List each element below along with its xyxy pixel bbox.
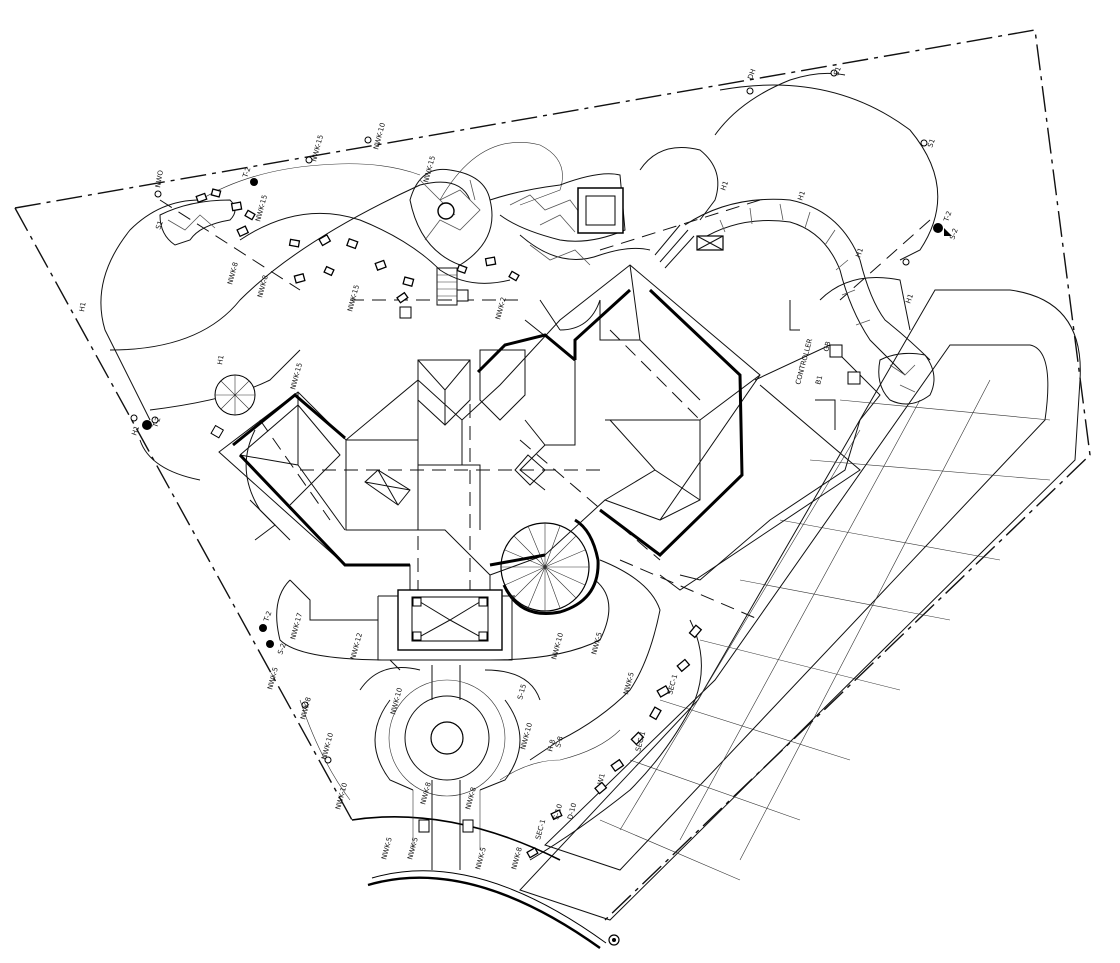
spiral-stair-main [500,518,600,615]
irrigation-lines [159,199,931,621]
boulder-cluster-north [195,188,520,304]
label-s1: S1 [926,138,937,149]
label-s1: S1 [154,220,165,231]
spiral-stair-west [214,374,256,416]
entry-drive [374,665,521,870]
label-h1: H1 [216,354,226,365]
label-h1: H1 [719,180,730,192]
flagstone-path-west [159,199,236,246]
label-s-15: S-15 [516,683,528,700]
boulder-cluster-south [526,624,703,859]
paved-court-area [519,289,1081,921]
label-w1: W1 [596,772,607,785]
flagstone-path-northeast [684,198,935,405]
label-nwo: NWO [154,169,165,188]
label-dh: DH [746,68,757,81]
label-s-2: S-2 [276,642,287,655]
misc-pads [210,267,469,439]
label-h1: H1 [796,190,807,202]
label-t-2: T-2 [151,416,162,430]
label-t-2: T-2 [942,210,953,224]
property-boundary [14,29,1091,949]
label-h1: H1 [130,425,141,437]
flagstone-path-north [409,168,651,266]
label-s-10: S-10 [552,803,564,820]
label-s-8: S-8 [554,735,565,748]
label-t-2: T-2 [262,610,273,624]
label-h1: H1 [854,247,865,259]
boundary-marker-south [608,934,620,946]
planting-beds [100,72,939,861]
house-roof-plan [218,264,761,661]
label-h1: H1 [78,301,88,312]
label-s-2: S-2 [948,227,959,240]
label-h-8: H-8 [546,739,557,753]
label-b1: B1 [814,374,824,385]
label-t-2: T-2 [241,166,252,180]
survey-markers [130,69,952,764]
garage-structure [679,300,881,581]
label-h1: H1 [904,293,915,305]
stepping-stones-ne [654,224,724,269]
label-s1: S1 [832,66,843,77]
label-gb: GB [822,340,832,352]
